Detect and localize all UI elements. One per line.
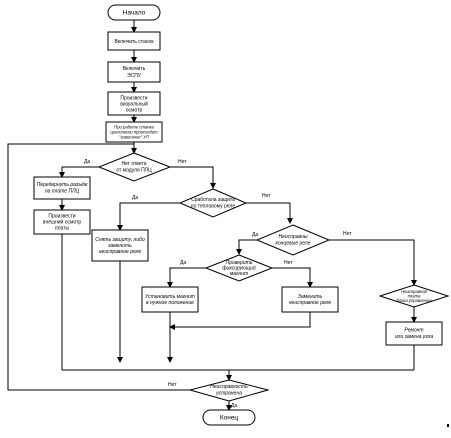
corner-mark [447, 424, 449, 427]
step-visual-inspection: Произвести визуальный осмотр [107, 91, 161, 116]
inspect-line1: Произвести [48, 214, 75, 220]
step4-line3: "зависание" УП [119, 135, 150, 140]
dec-board-line1: Неисправная [401, 289, 428, 294]
dec-thermal-line2: по тепловому реле [191, 204, 235, 210]
dec-fixed-line2: устранена [215, 391, 242, 397]
label-yes-plc: Да [84, 159, 90, 165]
action-reset-protection: Снять защиту, либо заменить неисправное … [91, 229, 149, 262]
decision-thermal-relay: Сработала защита по тепловому реле [178, 188, 248, 218]
reconnect-line2: на плате ПЛЦ [45, 189, 80, 195]
action-reconnect-plc: Передернуть разъём на плате ПЛЦ [33, 176, 91, 200]
connectors [7, 20, 417, 411]
action-repair: Ремонт или замена узла [385, 321, 443, 346]
step-turn-on-cnc: Включить ЭСПУ [107, 61, 161, 83]
step3-line1: Произвести [120, 96, 147, 102]
decision-limit-relays: Неисправны концевые реле [255, 224, 331, 256]
relay-line2: неисправное реле [289, 300, 332, 306]
decision-faulty-board: Неисправная плата блока управления [378, 284, 450, 308]
magnet-line2: в нужное положение [146, 300, 194, 306]
step3-line2: визуальный [120, 101, 148, 108]
dec-magnet-line2: фиксирующий [222, 265, 255, 272]
label-no-fixed: Нет [168, 382, 177, 388]
label-no-plc: Нет [178, 159, 187, 165]
repair-line1: Ремонт [404, 328, 423, 334]
dec-magnet-line3: магнит [230, 271, 248, 277]
label-no-magnet: Нет [284, 260, 293, 266]
dec-limit-line2: концевые реле [276, 241, 311, 247]
step-turn-on-machine: Включить станок [107, 31, 161, 51]
repair-line2: или замена узла [395, 334, 433, 340]
dec-limit-line1: Неисправны [278, 234, 307, 240]
step4-line2: циклически происходит [110, 130, 158, 135]
label-yes-limit: Да [252, 232, 258, 238]
step3-line3: осмотр [126, 108, 143, 114]
step-program-hang: При работе станка циклически происходит … [105, 121, 163, 143]
label-yes-thermal: Да [132, 195, 138, 201]
inspect-line3: платы [55, 226, 70, 232]
dec-board-line3: блока управления [396, 298, 432, 303]
relay-line1: Заменить [298, 294, 323, 300]
decision-fault-fixed: Неисправность устранена [188, 379, 270, 402]
label-yes-magnet: Да [180, 260, 186, 266]
dec-plc-line1: Нет ответа [121, 161, 146, 167]
dec-thermal-line1: Сработала защита [191, 197, 235, 203]
label-no-thermal: Нет [262, 193, 271, 199]
step2-line1: Включить [123, 66, 146, 72]
dec-board-line2: плата [408, 294, 421, 299]
label-yes-fixed: Да [231, 403, 237, 409]
step1-label: Включить станок [114, 39, 154, 45]
label-no-limit: Нет [343, 231, 352, 237]
decision-plc-no-response: Нет ответа от модуля ПЛЦ [97, 152, 172, 182]
inspect-line2: внешний осмотр [43, 219, 82, 226]
reset-line1: Снять защиту, либо [95, 237, 145, 243]
step2-line2: ЭСПУ [127, 73, 142, 79]
dec-magnet-line1: Проверить [226, 260, 253, 266]
dec-plc-line2: от модуля ПЛЦ [116, 168, 152, 174]
end-label: Конец [220, 415, 239, 422]
magnet-line1: Установить магнит [145, 294, 195, 300]
dec-fixed-line1: Неисправность [210, 384, 248, 390]
action-replace-relay: Заменить неисправное реле [281, 286, 339, 313]
start-label: Начало [123, 10, 146, 17]
end-terminal: Конец [202, 409, 256, 426]
action-set-magnet: Установить магнит в нужное положение [141, 286, 199, 313]
decision-check-magnet: Проверить фиксирующий магнит [204, 254, 274, 282]
start-terminal: Начало [107, 4, 161, 21]
reset-line3: неисправное реле [99, 249, 142, 255]
action-inspect-board: Произвести внешний осмотр платы [33, 209, 91, 235]
reset-line2: заменить [107, 243, 132, 249]
reconnect-line1: Передернуть разъём [37, 182, 88, 188]
step4-line1: При работе станка [114, 125, 154, 130]
